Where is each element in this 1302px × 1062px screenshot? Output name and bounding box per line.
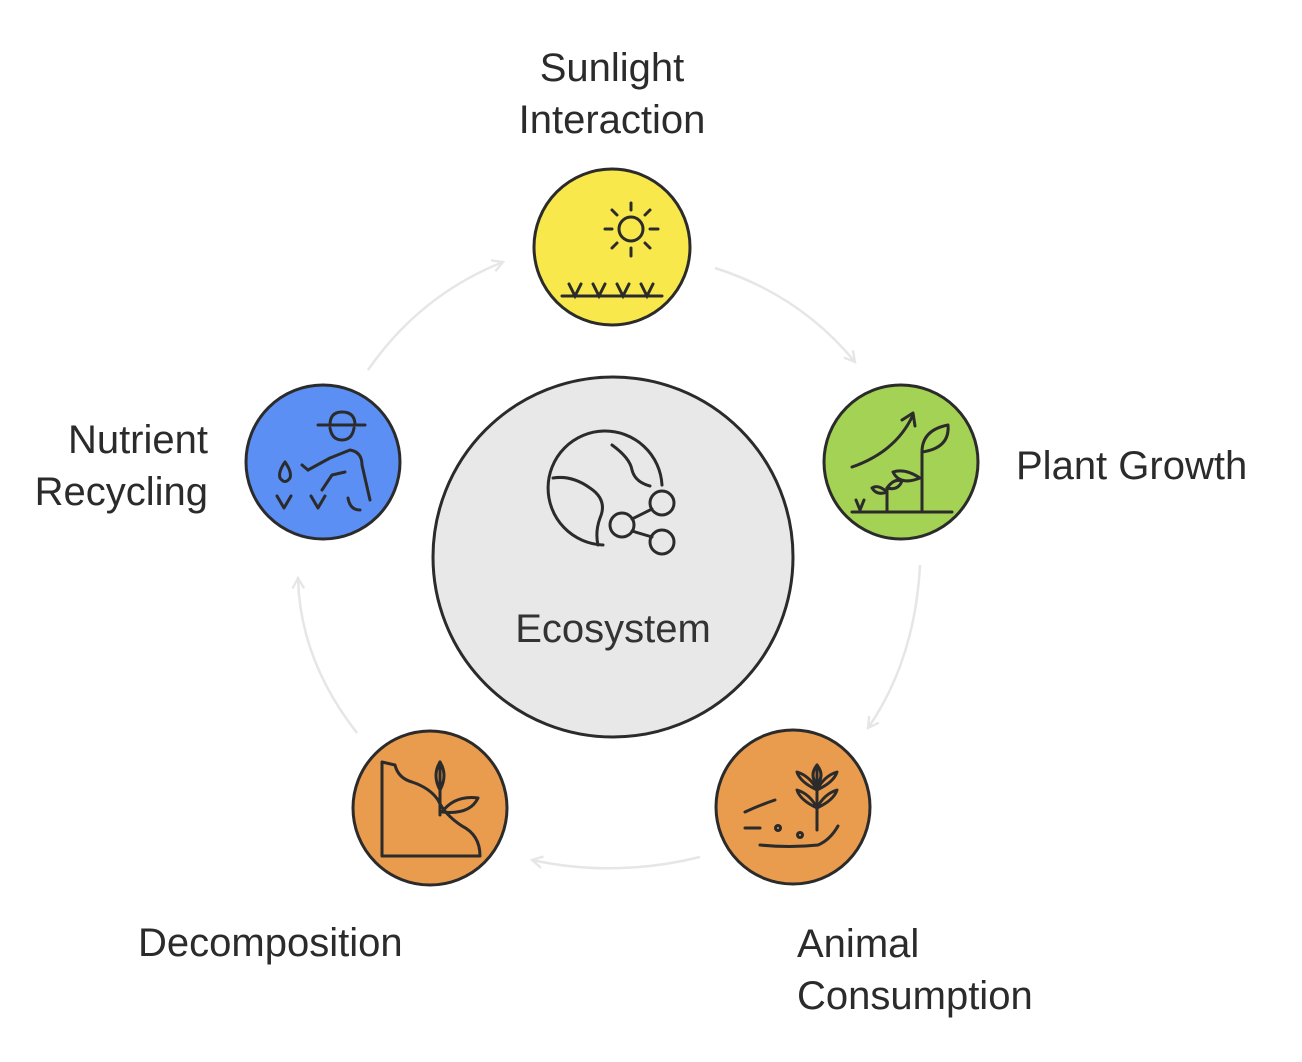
label-line: Decomposition: [138, 921, 403, 965]
label-line: Consumption: [797, 974, 1033, 1018]
label-line: Plant Growth: [1016, 444, 1248, 488]
arrow-nutrient-to-sunlight: [366, 262, 503, 371]
nutrient-node: [244, 383, 402, 541]
center-node: [431, 375, 795, 739]
sun-grass-icon: [560, 201, 664, 300]
arrow-animal-to-decomposition: [532, 857, 701, 870]
nutrient-recycling-label: Nutrient Recycling: [0, 414, 208, 518]
label-line: Recycling: [34, 470, 208, 514]
plant-growth-label: Plant Growth: [1016, 440, 1247, 492]
label-line: Sunlight: [539, 46, 685, 90]
soil-sprout-icon: [380, 760, 482, 858]
sunlight-interaction-label: Sunlight Interaction: [490, 42, 734, 146]
label-line: Animal: [797, 922, 920, 966]
globe-share-icon: [546, 429, 676, 556]
cycle-arrows: [298, 262, 922, 870]
decomposition-node: [351, 729, 509, 887]
animal-consumption-label: Animal Consumption: [797, 918, 1033, 1022]
animal-eating-grain-icon: [743, 763, 840, 848]
sunlight-node: [532, 167, 692, 327]
farmer-watering-icon: [275, 410, 372, 512]
label-line: Interaction: [518, 98, 706, 142]
arrow-plant-to-animal: [868, 564, 922, 728]
arrow-sunlight-to-plant: [714, 266, 855, 362]
center-label: Ecosystem: [515, 607, 711, 651]
growing-plant-icon: [850, 411, 954, 514]
decomposition-label: Decomposition: [138, 917, 403, 969]
animal-node: [714, 728, 872, 886]
label-line: Nutrient: [67, 418, 208, 462]
arrow-decomposition-to-nutrient: [298, 578, 358, 734]
plant-node: [822, 383, 980, 541]
